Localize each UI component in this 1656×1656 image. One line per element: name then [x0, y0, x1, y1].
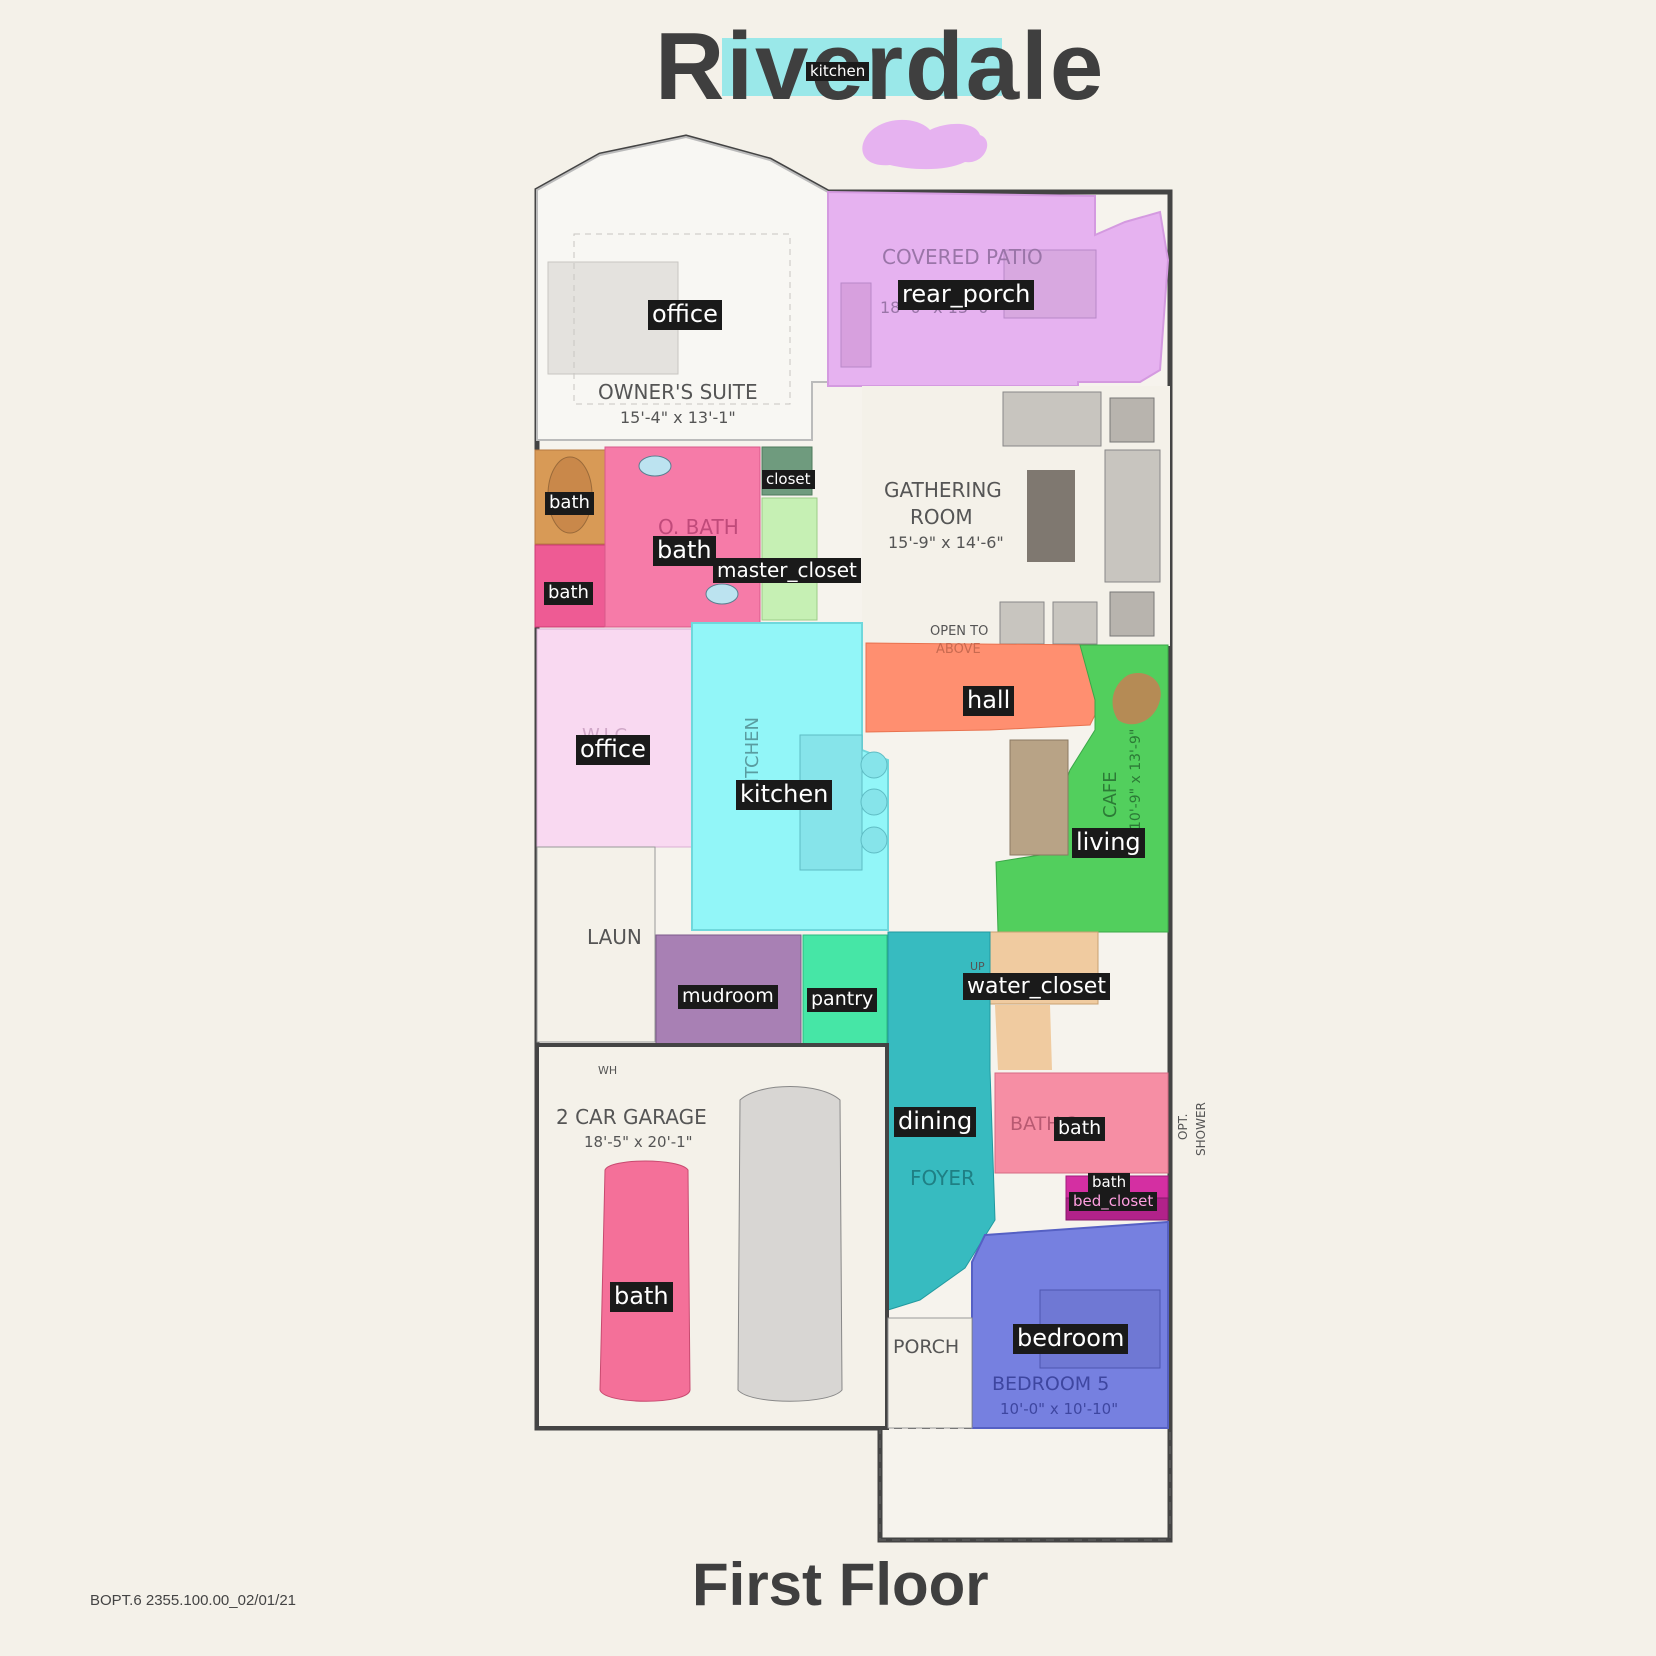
bath-2-area	[994, 1072, 1169, 1174]
chair-icon	[999, 601, 1045, 645]
tag-kitchen: kitchen	[736, 780, 833, 810]
cafe-name: CAFE	[1100, 771, 1121, 818]
open-to-above-2: ABOVE	[936, 642, 981, 657]
tag-hall: hall	[963, 686, 1015, 716]
tag-master-closet: master_closet	[713, 558, 861, 583]
tag-kitchen-title: kitchen	[806, 62, 870, 82]
bedroom-5-name: BEDROOM 5	[992, 1373, 1110, 1395]
plan-code: BOPT.6 2355.100.00_02/01/21	[90, 1592, 297, 1609]
garage-name: 2 CAR GARAGE	[556, 1105, 707, 1129]
tag-closet: closet	[762, 470, 815, 490]
open-to-above-1: OPEN TO	[930, 624, 989, 639]
tag-bath-garage: bath	[610, 1282, 673, 1312]
o-bath-sink-icon	[638, 455, 672, 477]
porch-area	[887, 1317, 973, 1429]
tag-office-wic: office	[576, 735, 650, 765]
sofa-icon-2	[1104, 449, 1161, 583]
tag-bed-closet: bed_closet	[1069, 1192, 1158, 1212]
tag-bath-tub: bath	[545, 492, 594, 515]
o-bath-name: O. BATH	[658, 515, 739, 539]
opt-shower-1: OPT.	[1176, 1113, 1190, 1140]
chair-icon-2	[1052, 601, 1098, 645]
stool-icon	[860, 751, 888, 779]
tag-bath-shower: bath	[544, 582, 593, 605]
tag-pantry: pantry	[807, 988, 878, 1012]
owners-suite-dims: 15'-4" x 13'-1"	[620, 408, 736, 427]
end-table-icon	[1109, 397, 1155, 443]
gathering-room-dims: 15'-9" x 14'-6"	[888, 533, 1004, 552]
tag-living: living	[1072, 828, 1145, 858]
cafe-dims: 10'-9" x 13'-9"	[1128, 728, 1144, 830]
laundry-area	[536, 846, 656, 1043]
tag-o-bath: bath	[653, 536, 716, 566]
car-icon-left	[599, 1160, 691, 1402]
porch-name: PORCH	[893, 1336, 960, 1358]
owners-rug	[573, 233, 791, 405]
sofa-icon	[1002, 391, 1102, 447]
stool-icon-2	[860, 788, 888, 816]
floor-title: First Floor	[692, 1551, 989, 1618]
foyer-name: FOYER	[910, 1166, 975, 1190]
tag-bath-2: bath	[1054, 1117, 1106, 1141]
bedroom-5-dims: 10'-0" x 10'-10"	[1000, 1400, 1119, 1418]
tag-office: office	[648, 300, 722, 330]
plan-title: Riverdale	[655, 13, 1106, 120]
o-bath-sink-icon-2	[705, 583, 739, 605]
garage-dims: 18'-5" x 20'-1"	[584, 1133, 693, 1151]
tag-bedroom: bedroom	[1013, 1324, 1129, 1354]
covered-patio-name: COVERED PATIO	[882, 245, 1043, 269]
dining-table-icon	[1009, 739, 1069, 856]
stair-label: UP	[970, 960, 985, 973]
tag-bath-small: bath	[1088, 1173, 1131, 1193]
cafe-blob	[1112, 672, 1161, 725]
gathering-room-name-2: ROOM	[910, 505, 973, 529]
stool-icon-3	[860, 826, 888, 854]
patio-grill-icon	[840, 282, 872, 368]
car-icon-right	[737, 1086, 843, 1402]
water-heater-label: WH	[598, 1064, 618, 1077]
tag-water-closet: water_closet	[963, 973, 1110, 1001]
tag-mudroom: mudroom	[678, 985, 778, 1009]
rear-porch-blob	[862, 119, 988, 170]
opt-shower-2: SHOWER	[1194, 1102, 1208, 1156]
end-table-icon-2	[1109, 591, 1155, 637]
owners-suite-name: OWNER'S SUITE	[598, 380, 758, 404]
laundry-name: LAUN	[587, 925, 642, 949]
tag-rear-porch: rear_porch	[898, 280, 1035, 310]
coffee-table-icon	[1027, 470, 1075, 562]
tag-dining: dining	[894, 1107, 977, 1137]
gathering-room-name-1: GATHERING	[884, 478, 1002, 502]
stair-landing	[995, 1005, 1052, 1070]
